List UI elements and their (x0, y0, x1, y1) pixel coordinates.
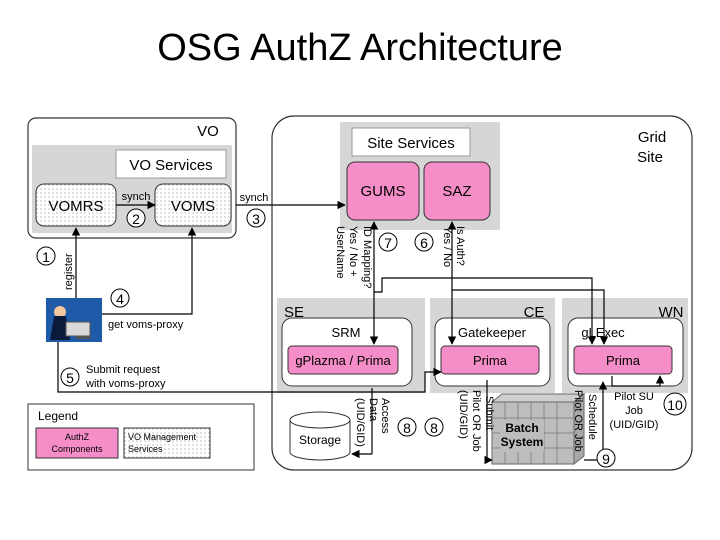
vo-services-label: VO Services (129, 157, 212, 174)
batch-label-line2: System (501, 435, 544, 449)
step-1-number: 1 (42, 249, 50, 265)
get-voms-proxy-arrow (102, 227, 197, 315)
wn-label: WN (659, 304, 684, 321)
submit-pilot-arrow (484, 380, 493, 465)
submit-request-label-2: with voms-proxy (85, 378, 166, 390)
wn-prima-label: Prima (606, 353, 641, 368)
schedule-label-1: Schedule (586, 394, 598, 440)
vomrs-label: VOMRS (48, 198, 103, 215)
legend-vo-label-1: VO Management (128, 432, 197, 442)
grid-site-label-line2: Site (637, 149, 663, 166)
id-mapping-label-2: Yes / No + (347, 226, 359, 277)
site-services-label: Site Services (367, 135, 455, 152)
gums-box[interactable] (346, 161, 420, 221)
step-8b-number: 8 (430, 420, 438, 436)
step-4-number: 4 (116, 291, 124, 307)
gatekeeper-label: Gatekeeper (458, 325, 527, 340)
storage-cylinder[interactable] (289, 411, 351, 461)
access-data-label-1: Access (379, 398, 391, 434)
step-10-number: 10 (667, 397, 683, 413)
step-9-number: 9 (602, 451, 610, 467)
step-4-marker: 4 (110, 288, 130, 308)
step-10-marker: 10 (663, 392, 687, 416)
submit-request-arrow (57, 342, 442, 393)
is-auth-label-2: Yes / No (441, 226, 453, 267)
step-2-number: 2 (132, 211, 140, 227)
step-8a-marker: 8 (397, 417, 417, 437)
register-label: register (63, 253, 75, 290)
saz-label: SAZ (442, 183, 471, 200)
step-5-marker: 5 (60, 367, 80, 387)
user-at-computer-icon (46, 298, 102, 342)
synch-label-internal: synch (122, 191, 151, 203)
pilot-su-label-3: (UID/GID) (610, 419, 659, 431)
step-2-marker (126, 208, 146, 228)
get-voms-proxy-label: get voms-proxy (108, 319, 184, 331)
is-auth-label-1: Is Auth? (454, 226, 466, 266)
wn-prima-box[interactable] (573, 345, 673, 375)
step-8b-marker: 8 (424, 417, 444, 437)
step-8a-number: 8 (403, 420, 411, 436)
batch-label-bg (500, 420, 544, 452)
step-7-marker: 7 (378, 232, 398, 252)
glexec-label: gLExec (581, 325, 625, 340)
ce-prima-label: Prima (473, 353, 508, 368)
batch-label-line1: Batch (505, 421, 538, 435)
legend-vo-swatch (123, 427, 211, 459)
access-data-label-3: (UID/GID) (354, 398, 366, 447)
step-6-marker: 6 (414, 232, 434, 252)
gums-label: GUMS (361, 183, 406, 200)
step-7-number: 7 (384, 235, 392, 251)
id-mapping-label-1: ID Mapping? (361, 226, 373, 288)
step-5-number: 5 (66, 370, 74, 386)
synch-label-external: synch (240, 192, 269, 204)
page-title: OSG AuthZ Architecture (157, 27, 563, 69)
access-data-label-2: Data (367, 398, 379, 422)
storage-label: Storage (299, 433, 341, 447)
ce-prima-box[interactable] (440, 345, 540, 375)
voms-label: VOMS (171, 198, 215, 215)
ce-label: CE (524, 304, 545, 321)
id-mapping-label-3: UserName (334, 226, 346, 279)
submit-request-label-1: Submit request (86, 364, 160, 376)
vo-label: VO (197, 123, 219, 140)
site-services-header (351, 127, 471, 157)
step-3-marker: 3 (246, 208, 266, 228)
pilot-su-label-1: Pilot SU (614, 391, 654, 403)
pilot-su-loop (611, 375, 665, 387)
saz-box[interactable] (423, 161, 491, 221)
step-1-marker: 1 (36, 246, 56, 266)
submit-pilot-label-2: Pilot OR Job (470, 390, 482, 452)
legend-title: Legend (38, 409, 78, 423)
legend-authz-swatch (35, 427, 119, 459)
step-6-number: 6 (420, 235, 428, 251)
schedule-label-2: Pilot OR Job (572, 390, 584, 452)
submit-pilot-label-1: Submit (483, 396, 495, 430)
grid-site-label-line1: Grid (638, 129, 666, 146)
vo-services-header (115, 149, 227, 179)
legend-authz-label-1: AuthZ (65, 432, 90, 442)
pilot-su-label-2: Job (625, 405, 643, 417)
legend-vo-label-2: Services (128, 444, 163, 454)
step-9-marker: 9 (596, 448, 616, 468)
legend-authz-label-2: Components (51, 444, 103, 454)
gplazma-label: gPlazma / Prima (295, 353, 391, 368)
se-label: SE (284, 304, 304, 321)
saz-bus-line (452, 289, 609, 345)
submit-pilot-label-3: (UID/GID) (457, 390, 469, 439)
gplazma-box[interactable] (287, 345, 399, 375)
gums-bus-line (374, 277, 597, 345)
srm-label: SRM (332, 325, 361, 340)
step-3-number: 3 (252, 211, 260, 227)
